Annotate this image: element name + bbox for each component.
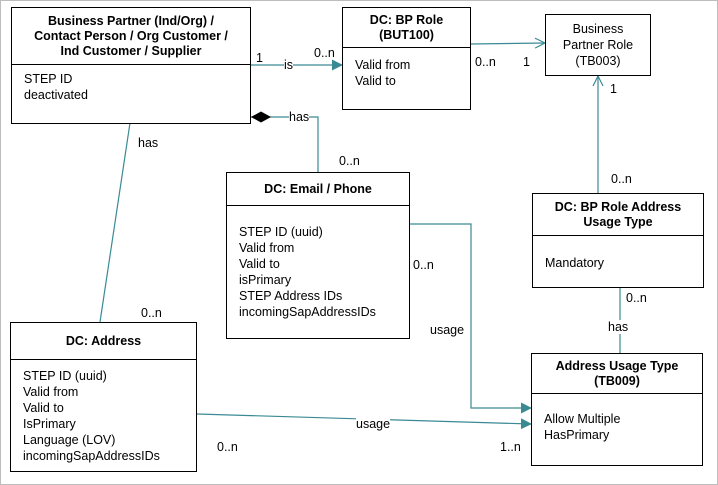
attribute: Valid to: [239, 257, 280, 271]
relation-label: usage: [356, 417, 391, 431]
entity-bp-role[interactable]: DC: BP Role (BUT100) Valid from Valid to: [342, 7, 471, 110]
title-line: Contact Person / Org Customer /: [34, 28, 228, 43]
relation-label: has: [138, 136, 159, 150]
attribute: Valid from: [23, 385, 79, 399]
title-line: Partner Role: [562, 38, 634, 52]
title-line: Address Usage Type: [555, 358, 679, 373]
entity-address-usage-type[interactable]: Address Usage Type (TB009) Allow Multipl…: [531, 353, 703, 466]
title-line: Ind Customer / Supplier: [60, 43, 202, 58]
title-line: Business: [572, 22, 624, 36]
composition-diamond: [251, 111, 271, 123]
attribute: Language (LOV): [23, 433, 116, 447]
attribute: STEP Address IDs: [239, 289, 343, 303]
attribute: IsPrimary: [23, 417, 76, 431]
entity-header: DC: BP Role (BUT100): [343, 8, 470, 48]
attribute-list: STEP ID deactivated: [12, 65, 250, 103]
attribute: Valid from: [355, 58, 411, 72]
entity-address[interactable]: DC: Address STEP ID (uuid) Valid from Va…: [10, 322, 197, 472]
entity-business-partner[interactable]: Business Partner (Ind/Org) / Contact Per…: [11, 7, 251, 124]
title-line: DC: Email / Phone: [264, 181, 372, 196]
attribute: STEP ID (uuid): [23, 369, 107, 383]
multiplicity-label: 1: [256, 51, 263, 65]
entity-bp-role-address-usage-type[interactable]: DC: BP Role Address Usage Type Mandatory: [532, 193, 704, 288]
multiplicity-label: 0..n: [141, 306, 162, 320]
entity-header: Address Usage Type (TB009): [532, 354, 702, 394]
title-line: (TB009): [594, 373, 640, 388]
attribute: Mandatory: [545, 256, 605, 270]
attribute: Valid to: [23, 401, 64, 415]
entity-header: DC: BP Role Address Usage Type: [533, 194, 703, 236]
attribute: isPrimary: [239, 273, 292, 287]
relation-label: usage: [430, 323, 465, 337]
connector-email-usage: [410, 223, 532, 414]
attribute: incomingSapAddressIDs: [23, 449, 160, 463]
attribute-list: STEP ID (uuid) Valid from Valid to IsPri…: [11, 360, 196, 464]
relation-label: has: [608, 320, 629, 334]
attribute-list: Mandatory: [533, 236, 703, 271]
attribute-list: Allow Multiple HasPrimary: [532, 394, 702, 443]
multiplicity-label: 1: [610, 82, 617, 96]
multiplicity-label: 0..n: [626, 291, 647, 305]
multiplicity-label: 0..n: [475, 55, 496, 69]
entity-business-partner-role[interactable]: Business Partner Role (TB003): [545, 14, 651, 76]
title-line: DC: Address: [65, 333, 142, 348]
multiplicity-label: 0..n: [217, 440, 238, 454]
multiplicity-label: 1..n: [500, 440, 521, 454]
attribute-list: Valid from Valid to: [343, 48, 470, 89]
title-line: (BUT100): [379, 27, 434, 42]
entity-header: DC: Email / Phone: [227, 173, 409, 206]
entity-header: DC: Address: [11, 323, 196, 360]
attribute: STEP ID (uuid): [239, 225, 323, 239]
connector-bp-has-address: [99, 122, 131, 323]
relation-label: is: [284, 58, 294, 72]
multiplicity-label: 0..n: [339, 154, 360, 168]
relation-label: has: [289, 110, 310, 124]
title-line: Business Partner (Ind/Org) /: [47, 13, 214, 28]
title-line: DC: BP Role: [369, 12, 444, 27]
connector-bp-has-email: [251, 116, 319, 172]
title-line: Usage Type: [583, 214, 653, 229]
multiplicity-label: 1: [523, 55, 530, 69]
attribute: incomingSapAddressIDs: [239, 305, 376, 319]
title-line: (TB003): [575, 54, 621, 68]
attribute: HasPrimary: [544, 428, 610, 442]
attribute: Valid from: [239, 241, 295, 255]
title-line: DC: BP Role Address: [554, 199, 682, 214]
attribute: Valid to: [355, 74, 396, 88]
multiplicity-label: 0..n: [611, 172, 632, 186]
entity-email-phone[interactable]: DC: Email / Phone STEP ID (uuid) Valid f…: [226, 172, 410, 339]
attribute: deactivated: [24, 88, 88, 102]
multiplicity-label: 0..n: [314, 46, 335, 60]
entity-header: Business Partner (Ind/Org) / Contact Per…: [12, 8, 250, 65]
multiplicity-label: 0..n: [413, 258, 434, 272]
attribute: Allow Multiple: [544, 412, 621, 426]
attribute-list: STEP ID (uuid) Valid from Valid to isPri…: [227, 206, 409, 320]
connector-role-partner-role: [469, 43, 545, 44]
attribute: STEP ID: [24, 72, 73, 86]
